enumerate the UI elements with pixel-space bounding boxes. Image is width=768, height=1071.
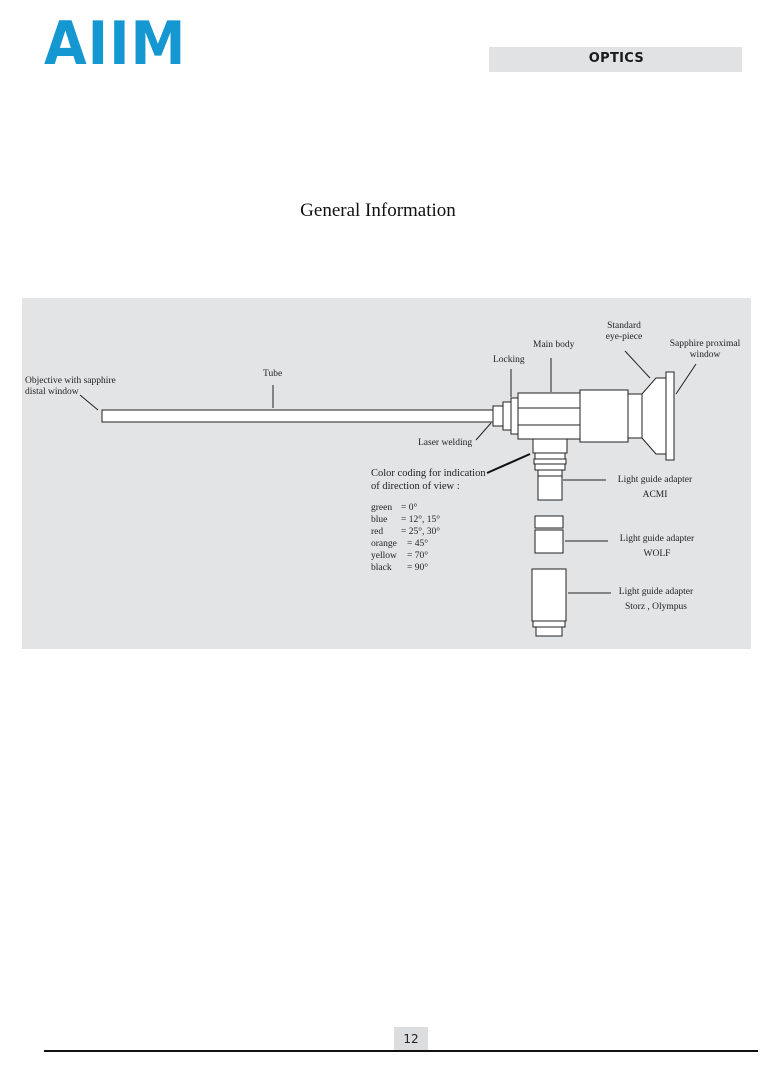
eyepiece-neck — [627, 393, 643, 439]
light-port-ring-3 — [534, 463, 566, 471]
color-code-row: yellow= 70° — [371, 551, 429, 561]
leader-proximal — [675, 363, 697, 395]
color-code-row: blue= 12°, 15° — [371, 515, 441, 525]
leader-objective — [79, 394, 99, 411]
color-code-row: red= 25°, 30° — [371, 527, 441, 537]
label-proximal-window: Sapphire proximal window — [669, 339, 741, 360]
label-tube: Tube — [263, 369, 283, 379]
endoscope-drawing — [79, 350, 697, 637]
color-code-row: green= 0° — [371, 503, 418, 513]
light-port-ring-4 — [537, 469, 563, 477]
label-locking: Locking — [493, 355, 525, 365]
leader-color-coding — [486, 453, 531, 474]
label-main-body: Main body — [533, 340, 575, 350]
proximal-window-shape — [665, 371, 675, 461]
label-objective: Objective with sapphire distal window — [25, 376, 116, 397]
wolf-adapter-top — [534, 515, 564, 529]
color-code-row: black= 90° — [371, 563, 429, 573]
page-number: 12 — [403, 1032, 419, 1046]
light-port-ring-1 — [534, 452, 566, 460]
light-port-base — [532, 438, 568, 454]
adapter-wolf-label: Light guide adapter WOLF — [619, 534, 695, 559]
locking-ring-2 — [502, 401, 512, 431]
storz-adapter-ring-2 — [535, 626, 563, 637]
tube-shape — [101, 409, 495, 423]
adapter-acmi-label: Light guide adapter ACMI — [617, 475, 693, 500]
label-laser-welding: Laser welding — [418, 438, 473, 448]
section-title: OPTICS — [588, 51, 644, 66]
storz-adapter-body — [531, 568, 567, 622]
storz-adapter-ring-1 — [532, 620, 566, 628]
page-title: General Information — [300, 200, 456, 221]
light-port-ring-2 — [533, 458, 567, 465]
eyepiece-shape — [579, 389, 629, 443]
adapter-storz-label: Light guide adapter Storz , Olympus — [618, 587, 694, 612]
wolf-adapter-bottom — [534, 529, 564, 554]
leader-eyepiece — [624, 350, 651, 379]
main-body-shape — [517, 392, 581, 440]
footer-rule — [44, 1050, 758, 1052]
eyepiece-flare — [641, 377, 667, 455]
locking-ring-3 — [510, 397, 519, 435]
color-coding-list: green= 0° blue= 12°, 15° red= 25°, 30° o… — [371, 502, 440, 574]
leader-laser — [475, 422, 492, 441]
endoscope-diagram: Objective with sapphire distal window Tu… — [22, 298, 751, 649]
locking-ring-1 — [492, 405, 504, 427]
acmi-adapter-shape — [537, 475, 563, 501]
color-code-row: orange= 45° — [371, 539, 429, 549]
section-header: OPTICS — [489, 47, 742, 72]
aiim-logo: AIIM — [44, 9, 187, 79]
label-eyepiece: Standard eye-piece — [605, 321, 643, 342]
color-coding-heading: Color coding for indication of direction… — [371, 468, 486, 492]
page-number-box: 12 — [394, 1027, 428, 1051]
